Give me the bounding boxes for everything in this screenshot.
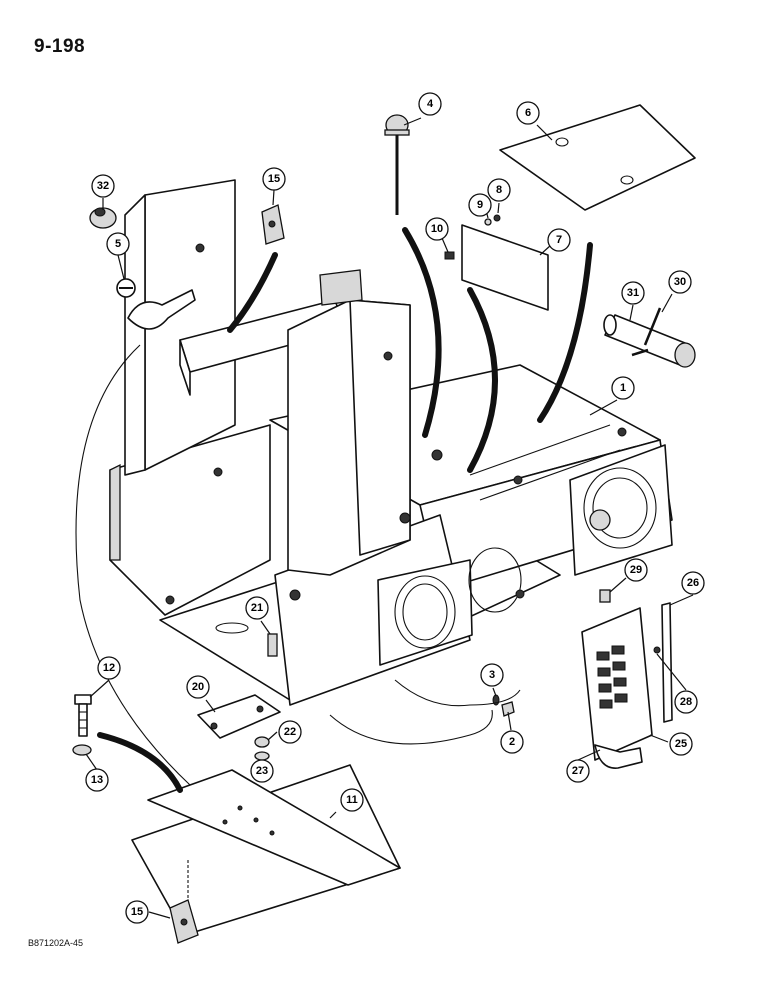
- diagram-code: B871202A-45: [28, 938, 84, 948]
- nut: [444, 251, 455, 260]
- washer: [72, 744, 92, 756]
- cover-plate: [499, 104, 696, 211]
- callout-20: 20: [186, 675, 210, 699]
- svg-text:11: 11: [346, 794, 358, 806]
- svg-text:5: 5: [115, 238, 121, 250]
- svg-text:12: 12: [103, 662, 115, 674]
- callout-1: 1: [611, 376, 635, 400]
- panel-clip: [599, 589, 611, 603]
- callout-28: 28: [674, 690, 698, 714]
- svg-text:4: 4: [427, 98, 434, 110]
- callout-6: 6: [516, 101, 540, 125]
- svg-text:8: 8: [496, 184, 502, 196]
- callout-32: 32: [91, 174, 115, 198]
- small-bolt: [267, 633, 278, 657]
- svg-text:32: 32: [97, 180, 109, 192]
- clamp: [116, 278, 196, 330]
- svg-text:9: 9: [477, 199, 483, 211]
- roller-pin: [603, 307, 696, 368]
- callout-21: 21: [245, 596, 269, 620]
- svg-text:31: 31: [627, 287, 639, 299]
- callout-29: 29: [624, 558, 648, 582]
- floor-plate: [131, 764, 401, 936]
- nut: [254, 736, 270, 748]
- svg-text:20: 20: [192, 681, 204, 693]
- callout-12: 12: [97, 656, 121, 680]
- knob: [89, 207, 117, 229]
- callout-13: 13: [85, 768, 109, 792]
- callout-22: 22: [278, 720, 302, 744]
- callout-7: 7: [547, 228, 571, 252]
- svg-text:26: 26: [687, 577, 699, 589]
- callout-27: 27: [566, 759, 590, 783]
- callout-31: 31: [621, 281, 645, 305]
- callout-10: 10: [425, 217, 449, 241]
- screw: [493, 214, 501, 222]
- svg-text:15: 15: [268, 173, 280, 185]
- svg-text:28: 28: [680, 696, 692, 708]
- strap: [197, 694, 281, 739]
- upper-clip: [261, 204, 285, 245]
- callout-23: 23: [250, 759, 274, 783]
- dipstick: [384, 114, 410, 215]
- bolt: [74, 694, 92, 737]
- svg-text:25: 25: [675, 738, 687, 750]
- callout-15-upper: 15: [262, 167, 286, 191]
- svg-text:2: 2: [509, 736, 515, 748]
- lower-clip: [169, 899, 199, 944]
- callout-26: 26: [681, 571, 705, 595]
- svg-text:7: 7: [556, 234, 562, 246]
- svg-text:6: 6: [525, 107, 531, 119]
- svg-text:1: 1: [620, 382, 626, 394]
- callout-3: 3: [480, 663, 504, 687]
- svg-text:10: 10: [431, 223, 443, 235]
- callout-8: 8: [487, 178, 511, 202]
- svg-text:27: 27: [572, 765, 584, 777]
- callout-11: 11: [340, 788, 364, 812]
- svg-text:21: 21: [251, 602, 263, 614]
- svg-text:3: 3: [489, 669, 495, 681]
- svg-text:29: 29: [630, 564, 642, 576]
- main-frame: [109, 179, 673, 706]
- callout-5: 5: [106, 232, 130, 256]
- callout-2: 2: [500, 730, 524, 754]
- trim-strip: [661, 602, 673, 723]
- svg-text:30: 30: [674, 276, 686, 288]
- callout-9: 9: [468, 193, 492, 217]
- callout-25: 25: [669, 732, 693, 756]
- screw: [653, 646, 661, 654]
- instrument-panel: [581, 607, 653, 769]
- svg-text:13: 13: [91, 774, 103, 786]
- screw: [501, 701, 515, 717]
- callout-4: 4: [418, 92, 442, 116]
- washer: [484, 218, 492, 226]
- washer: [254, 751, 270, 761]
- svg-text:22: 22: [284, 726, 296, 738]
- svg-text:15: 15: [131, 906, 143, 918]
- page-number: 9-198: [34, 36, 86, 57]
- svg-text:23: 23: [256, 765, 268, 777]
- small-plate: [461, 224, 549, 311]
- callout-30: 30: [668, 270, 692, 294]
- callout-15-lower: 15: [125, 900, 149, 924]
